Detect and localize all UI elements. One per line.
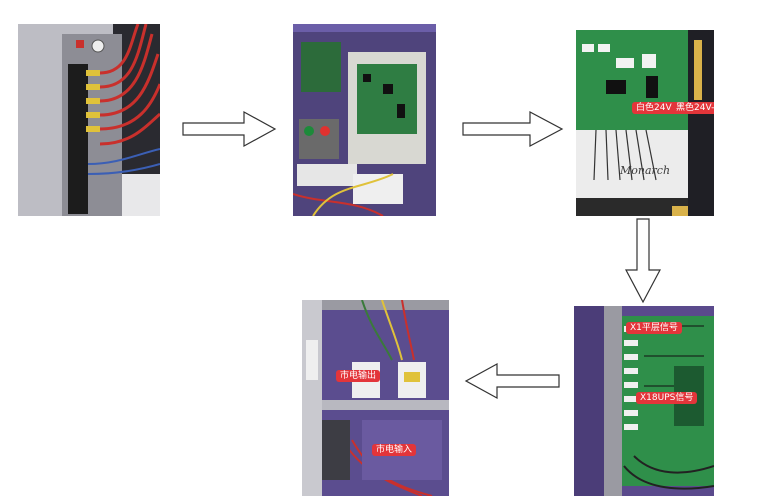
callout-x18-ups-signal: X18UPS信号 [636, 392, 698, 404]
callout-x1-leveling-signal: X1平层信号 [626, 322, 682, 334]
callout-mains-output: 市电输出 [336, 370, 381, 382]
photo-signal-board: X1平层信号 X18UPS信号 [574, 306, 714, 496]
photo-monarch-board: Monarch 白色24V+ 黑色24V- [576, 30, 714, 216]
arrow-right-1 [182, 110, 277, 148]
photo-control-cabinet [293, 24, 436, 216]
callout-white-24v-plus: 白色24V+ [632, 102, 684, 114]
arrow-right-2 [462, 111, 564, 147]
callout-black-24v-minus: 黑色24V- [672, 102, 714, 114]
arrow-down [625, 218, 661, 304]
arrow-left [464, 362, 560, 400]
board-brand-label: Monarch [620, 164, 671, 177]
photo-terminal-block [18, 24, 160, 216]
callout-mains-input: 市电输入 [372, 444, 417, 456]
photo-mains-contactors: 市电输出 市电输入 [302, 300, 449, 496]
